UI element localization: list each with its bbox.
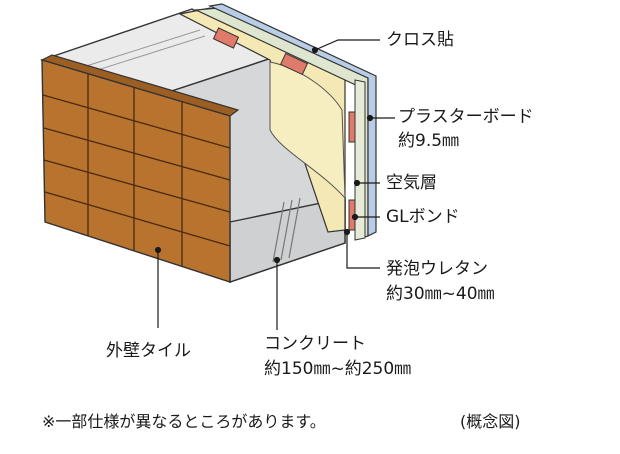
label-concrete: コンクリート [264, 334, 366, 354]
label-air-layer: 空気層 [386, 173, 437, 193]
label-gl-bond: GLボンド [386, 207, 460, 227]
cloth-layer [207, 3, 377, 237]
tile-layer [40, 54, 240, 283]
leader-lines [154, 39, 395, 330]
footer-note: ※一部仕様が異なるところがあります。 [42, 412, 326, 431]
label-plasterboard-thickness: 約9.5㎜ [398, 131, 460, 151]
label-concrete-thickness: 約150㎜~約250㎜ [264, 359, 412, 379]
label-urethane: 発泡ウレタン [386, 259, 488, 279]
leader-plasterboard-dot [366, 114, 374, 122]
footer-concept: (概念図) [460, 412, 521, 431]
leader-cloth-dot [311, 46, 319, 54]
leader-concrete-dot [273, 256, 281, 264]
leader-urethane [346, 232, 380, 269]
label-urethane-thickness: 約30㎜~40㎜ [386, 284, 495, 304]
leader-urethane-dot [343, 228, 351, 236]
label-tile: 外壁タイル [106, 341, 191, 361]
leader-tile-dot [154, 246, 162, 254]
leader-air-dot [353, 179, 361, 187]
label-plasterboard: プラスターボード [398, 107, 534, 127]
leader-glbond-dot [351, 213, 359, 221]
label-cloth: クロス貼 [386, 30, 454, 50]
leader-cloth [314, 39, 380, 51]
